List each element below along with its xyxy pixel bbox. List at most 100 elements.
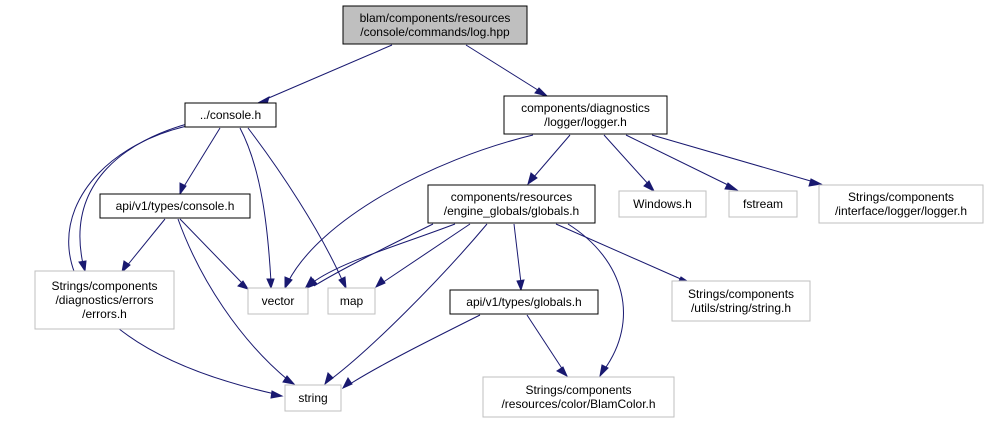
node-api-console-h[interactable]: api/v1/types/console.h — [99, 193, 251, 219]
edge-arrowhead — [643, 180, 656, 193]
edge-api_console_h-to-vector — [179, 218, 250, 290]
edge-line — [329, 223, 488, 381]
edge-line — [625, 134, 731, 187]
node-windows-h: Windows.h — [618, 190, 707, 218]
node-box — [503, 95, 668, 135]
edge-line — [125, 218, 166, 268]
node-box — [427, 184, 596, 224]
edge-line — [287, 134, 534, 283]
edge-api_globals_h-to-blamcolor_h — [526, 314, 569, 378]
edge-arrowhead — [121, 260, 131, 274]
node-box — [818, 184, 984, 224]
edge-globals_h-to-blamcolor_h — [567, 223, 624, 378]
edge-logger_h-to-globals_h — [527, 134, 571, 186]
node-logger-h[interactable]: components/diagnostics/logger/logger.h — [503, 95, 668, 135]
edge-log_hpp-to-logger_h — [465, 44, 549, 97]
edge-arrowhead — [284, 276, 293, 290]
edge-line — [603, 134, 651, 187]
edge-arrowhead — [599, 364, 609, 378]
edge-arrowhead — [534, 87, 549, 97]
node-label-line: /interface/logger/logger.h — [835, 204, 967, 218]
edge-line — [465, 44, 542, 93]
edge-console_h-to-string — [68, 125, 284, 399]
edge-logger_h-to-vector — [284, 134, 534, 290]
node-label-line: api/v1/types/console.h — [116, 199, 235, 213]
node-label-line: /resources/color/BlamColor.h — [501, 397, 655, 411]
edge-arrowhead — [237, 280, 250, 290]
edge-line — [567, 223, 624, 371]
node-label-line: map — [340, 294, 364, 308]
edge-api_console_h-to-string — [177, 218, 296, 385]
node-console-h[interactable]: ../console.h — [184, 102, 277, 128]
edge-line — [532, 134, 571, 179]
node-label-line: /diagnostics/errors — [55, 293, 153, 307]
node-label-line: blam/components/resources — [360, 11, 511, 25]
edge-line — [381, 223, 471, 284]
node-box — [247, 287, 309, 315]
node-label-line: Strings/components — [688, 287, 794, 301]
node-box — [618, 190, 707, 218]
node-blamcolor-h: Strings/components/resources/color/BlamC… — [482, 376, 675, 418]
edge-console_h-to-errors_h — [78, 123, 188, 273]
edge-arrowhead — [266, 278, 275, 290]
edge-globals_h-to-api_globals_h — [513, 223, 525, 292]
edge-arrowhead — [324, 372, 334, 386]
node-label-line: /errors.h — [82, 307, 127, 321]
edge-globals_h-to-string_utils_h — [555, 223, 692, 284]
node-log-hpp[interactable]: blam/components/resources/console/comman… — [342, 5, 528, 45]
edge-console_h-to-api_console_h — [179, 127, 221, 196]
node-box — [482, 376, 675, 418]
node-label-line: fstream — [743, 197, 783, 211]
node-globals-h[interactable]: components/resources/engine_globals/glob… — [427, 184, 596, 224]
node-label-line: ../console.h — [200, 108, 261, 122]
edge-line — [311, 223, 456, 284]
edge-console_h-to-vector — [239, 127, 275, 290]
node-label-line: api/v1/types/globals.h — [466, 295, 581, 309]
node-box — [449, 289, 599, 315]
edge-line — [68, 125, 276, 395]
node-label-line: components/resources — [451, 190, 572, 204]
node-api-globals-h[interactable]: api/v1/types/globals.h — [449, 289, 599, 315]
edge-logger_h-to-windows_h — [603, 134, 656, 193]
node-label-line: Strings/components — [51, 279, 157, 293]
node-label-line: string — [298, 391, 327, 405]
edge-arrowhead — [527, 172, 538, 186]
node-string-utils-h: Strings/components/utils/string/string.h — [671, 280, 811, 322]
node-box — [99, 193, 251, 219]
node-string: string — [284, 384, 342, 412]
edge-console_h-to-map — [247, 127, 347, 290]
node-box — [284, 384, 342, 412]
edge-arrowhead — [516, 279, 525, 292]
edge-line — [239, 127, 272, 283]
node-box — [184, 102, 277, 128]
node-box — [342, 5, 528, 45]
node-label-line: /logger/logger.h — [544, 115, 627, 129]
edge-log_hpp-to-console_h — [256, 44, 393, 105]
node-label-line: vector — [262, 294, 295, 308]
edge-arrowhead — [338, 276, 347, 290]
edge-arrowhead — [270, 390, 284, 399]
edge-globals_h-to-vector — [305, 223, 434, 290]
edge-arrowhead — [374, 276, 386, 289]
node-box — [327, 287, 376, 315]
edge-api_globals_h-to-string — [341, 314, 481, 390]
edge-arrowhead — [179, 182, 187, 196]
edge-globals_h-to-map — [374, 223, 471, 289]
node-box — [728, 190, 798, 218]
node-box — [671, 280, 811, 322]
edge-arrowhead — [808, 178, 823, 187]
edge-globals_h-to-string — [324, 223, 488, 386]
edge-arrowhead — [341, 377, 353, 390]
edge-line — [313, 223, 434, 287]
node-label-line: Strings/components — [525, 383, 631, 397]
node-label-line: Windows.h — [633, 197, 692, 211]
edge-line — [247, 127, 344, 283]
edge-line — [263, 44, 393, 101]
edge-line — [349, 314, 481, 385]
node-label-line: /console/commands/log.hpp — [360, 25, 510, 39]
edge-line — [513, 223, 522, 284]
node-fstream: fstream — [728, 190, 798, 218]
edge-arrowhead — [78, 260, 87, 273]
edge-line — [555, 223, 684, 281]
